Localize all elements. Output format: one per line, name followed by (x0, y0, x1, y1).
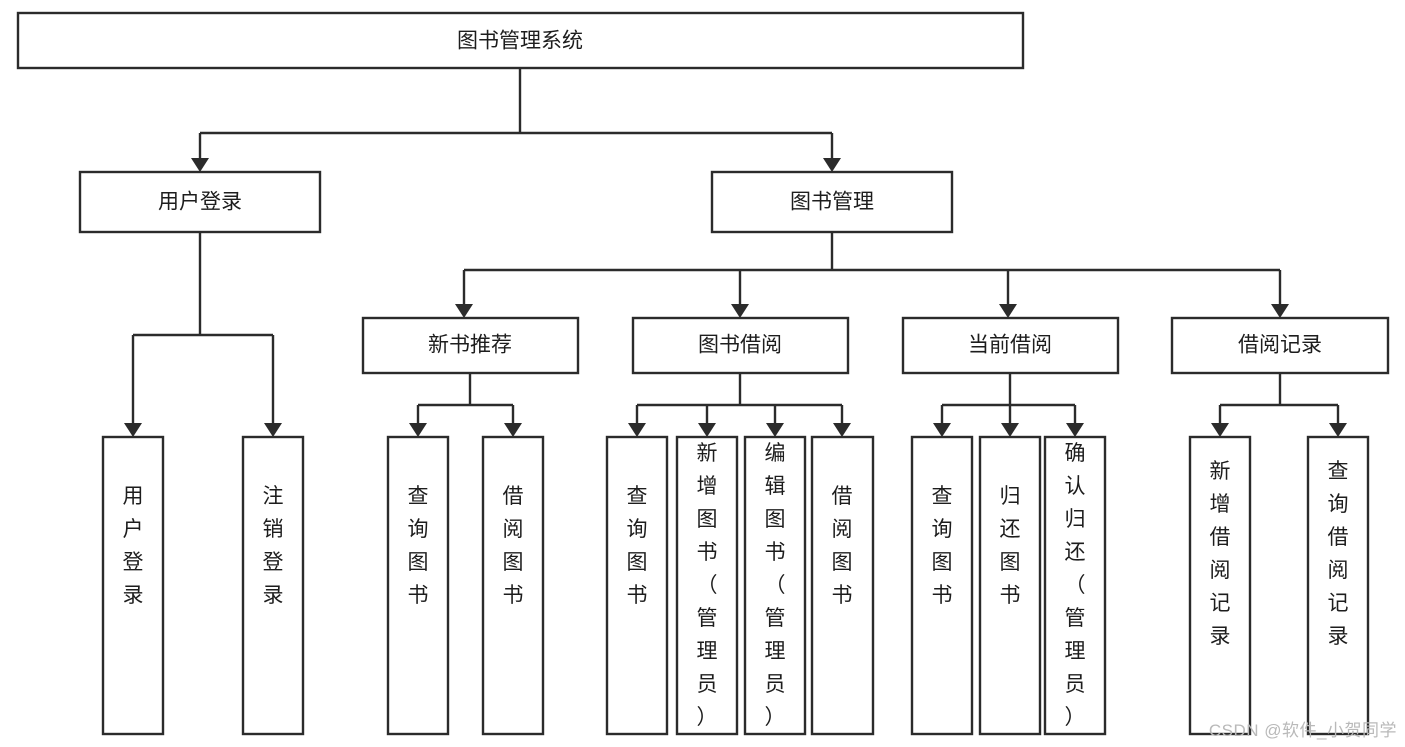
node-current-box[interactable] (901, 316, 1120, 375)
node-newbook-leaf-1-box[interactable] (386, 435, 450, 736)
node-root-label: 图书管理系统 (457, 30, 583, 53)
node-login-leaf-1[interactable]: 用户登录 (101, 435, 165, 736)
arrow-root-to-login-icon (191, 158, 209, 172)
node-bookmgmt-label: 图书管理 (790, 191, 874, 214)
arrow-login-leaf2-icon (264, 423, 282, 437)
node-newbook-leaf-2-box[interactable] (481, 435, 545, 736)
arrow-current-leaf2-icon (1001, 423, 1019, 437)
arrow-current-leaf3-icon (1066, 423, 1084, 437)
node-record-box[interactable] (1170, 316, 1390, 375)
node-current-leaf-1-box[interactable] (910, 435, 974, 736)
node-login-leaf-2[interactable]: 注销登录 (241, 435, 305, 736)
node-login-leaf-1-label: 用户登录 (123, 485, 144, 607)
arrow-newbook-leaf2-icon (504, 423, 522, 437)
node-borrow-leaf-3-label: 编辑图书（管理员） (765, 442, 786, 729)
node-record-leaf-2-box[interactable] (1306, 435, 1370, 736)
node-current[interactable]: 当前借阅 (901, 316, 1120, 375)
connector-group (124, 68, 1347, 437)
node-newbook-leaf-1[interactable]: 查询图书 (386, 435, 450, 736)
arrow-record-leaf2-icon (1329, 423, 1347, 437)
node-newbook-leaf-1-label: 查询图书 (408, 485, 429, 607)
node-borrow[interactable]: 图书借阅 (631, 316, 850, 375)
arrow-borrow-leaf2-icon (698, 423, 716, 437)
node-record-leaf-1-label: 新增借阅记录 (1210, 460, 1231, 648)
node-record-label: 借阅记录 (1238, 334, 1322, 357)
node-current-leaf-3[interactable]: 确认归还（管理员） (1043, 435, 1107, 736)
csdn-watermark: CSDN @软件_小贺同学 (1208, 721, 1397, 740)
node-borrow-leaf-3[interactable]: 编辑图书（管理员） (743, 435, 807, 736)
node-current-leaf-1[interactable]: 查询图书 (910, 435, 974, 736)
node-current-leaf-3-label: 确认归还（管理员） (1065, 442, 1086, 729)
arrow-root-to-bookmgmt-icon (823, 158, 841, 172)
node-login-leaf-1-box[interactable] (101, 435, 165, 736)
node-login-leaf-2-box[interactable] (241, 435, 305, 736)
node-current-leaf-2-box[interactable] (978, 435, 1042, 736)
node-newbook-leaf-2-label: 借阅图书 (503, 485, 524, 607)
arrow-current-leaf1-icon (933, 423, 951, 437)
arrow-bookmgmt-c1-icon (455, 304, 473, 318)
node-record-leaf-2[interactable]: 查询借阅记录 (1306, 435, 1370, 736)
node-borrow-leaf-1-label: 查询图书 (627, 485, 648, 607)
node-borrow-leaf-3-box[interactable] (743, 435, 807, 736)
node-current-leaf-2-label: 归还图书 (1000, 485, 1021, 607)
node-current-label: 当前借阅 (968, 334, 1052, 357)
node-bookmgmt[interactable]: 图书管理 (710, 170, 954, 234)
arrow-login-leaf1-icon (124, 423, 142, 437)
node-borrow-leaf-4[interactable]: 借阅图书 (810, 435, 875, 736)
node-borrow-leaf-4-label: 借阅图书 (832, 485, 853, 607)
arrow-borrow-leaf3-icon (766, 423, 784, 437)
node-record-leaf-2-label: 查询借阅记录 (1328, 460, 1349, 648)
arrow-bookmgmt-c2-icon (731, 304, 749, 318)
node-borrow-leaf-1[interactable]: 查询图书 (605, 435, 669, 736)
node-root-box[interactable] (16, 11, 1025, 70)
arrow-borrow-leaf1-icon (628, 423, 646, 437)
node-newbook-label: 新书推荐 (428, 334, 512, 357)
node-newbook-leaf-2[interactable]: 借阅图书 (481, 435, 545, 736)
node-borrow-leaf-4-box[interactable] (810, 435, 875, 736)
arrow-borrow-leaf4-icon (833, 423, 851, 437)
node-current-leaf-2[interactable]: 归还图书 (978, 435, 1042, 736)
node-bookmgmt-box[interactable] (710, 170, 954, 234)
node-record-leaf-1[interactable]: 新增借阅记录 (1188, 435, 1252, 736)
arrow-bookmgmt-c4-icon (1271, 304, 1289, 318)
node-root[interactable]: 图书管理系统 (16, 11, 1025, 70)
node-login-leaf-2-label: 注销登录 (263, 485, 284, 607)
node-borrow-box[interactable] (631, 316, 850, 375)
node-borrow-label: 图书借阅 (698, 334, 782, 357)
arrow-bookmgmt-c3-icon (999, 304, 1017, 318)
node-record[interactable]: 借阅记录 (1170, 316, 1390, 375)
node-borrow-leaf-2[interactable]: 新增图书（管理员） (675, 435, 739, 736)
node-borrow-leaf-1-box[interactable] (605, 435, 669, 736)
node-login-label: 用户登录 (158, 191, 242, 214)
node-login[interactable]: 用户登录 (78, 170, 322, 234)
arrow-record-leaf1-icon (1211, 423, 1229, 437)
node-current-leaf-3-box[interactable] (1043, 435, 1107, 736)
node-newbook-box[interactable] (361, 316, 580, 375)
node-current-leaf-1-label: 查询图书 (932, 485, 953, 607)
node-record-leaf-1-box[interactable] (1188, 435, 1252, 736)
node-newbook[interactable]: 新书推荐 (361, 316, 580, 375)
node-login-box[interactable] (78, 170, 322, 234)
node-borrow-leaf-2-box[interactable] (675, 435, 739, 736)
arrow-newbook-leaf1-icon (409, 423, 427, 437)
node-borrow-leaf-2-label: 新增图书（管理员） (697, 442, 718, 729)
